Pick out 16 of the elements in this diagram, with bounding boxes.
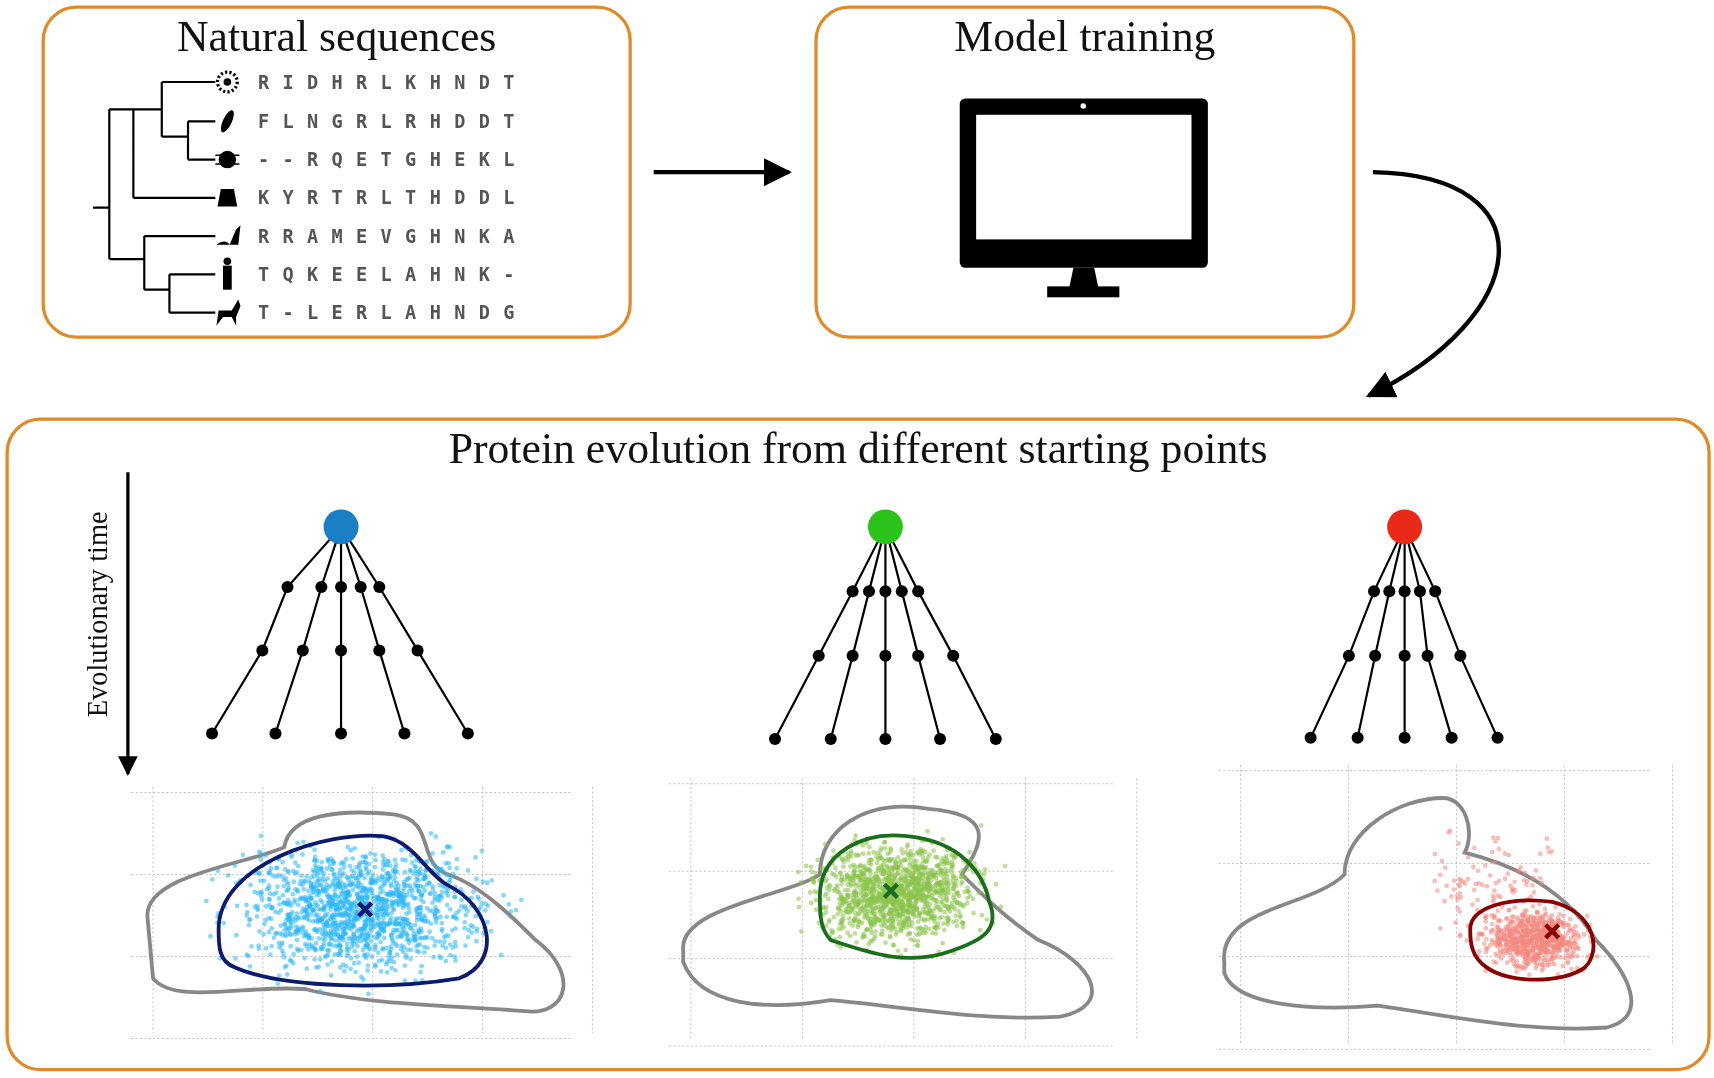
panel-box [814,5,1356,339]
arrow [1366,170,1501,398]
arrow [653,157,793,187]
panel-box [5,417,1711,1072]
sequence-text: T-LERLAHNDG [257,301,528,324]
sequence-text: RIDHRLKHNDT [257,71,528,93]
sequence-text: KYRTRLTHDDL [257,186,528,209]
panel-title: Protein evolution from different starting points [448,423,1268,476]
panel-box [41,5,632,339]
sequence-text: RRAMEVGHNKA [257,225,528,248]
sequence-text: FLNGRLRHDDT [257,110,528,133]
sequence-text: TQKEELAHNK- [257,263,528,286]
panel-title: Model training [954,11,1216,64]
axis-label: Evolutionary time [82,510,115,720]
panel-title: Natural sequences [177,11,497,64]
sequence-text: --RQETGHEKL [257,148,528,171]
